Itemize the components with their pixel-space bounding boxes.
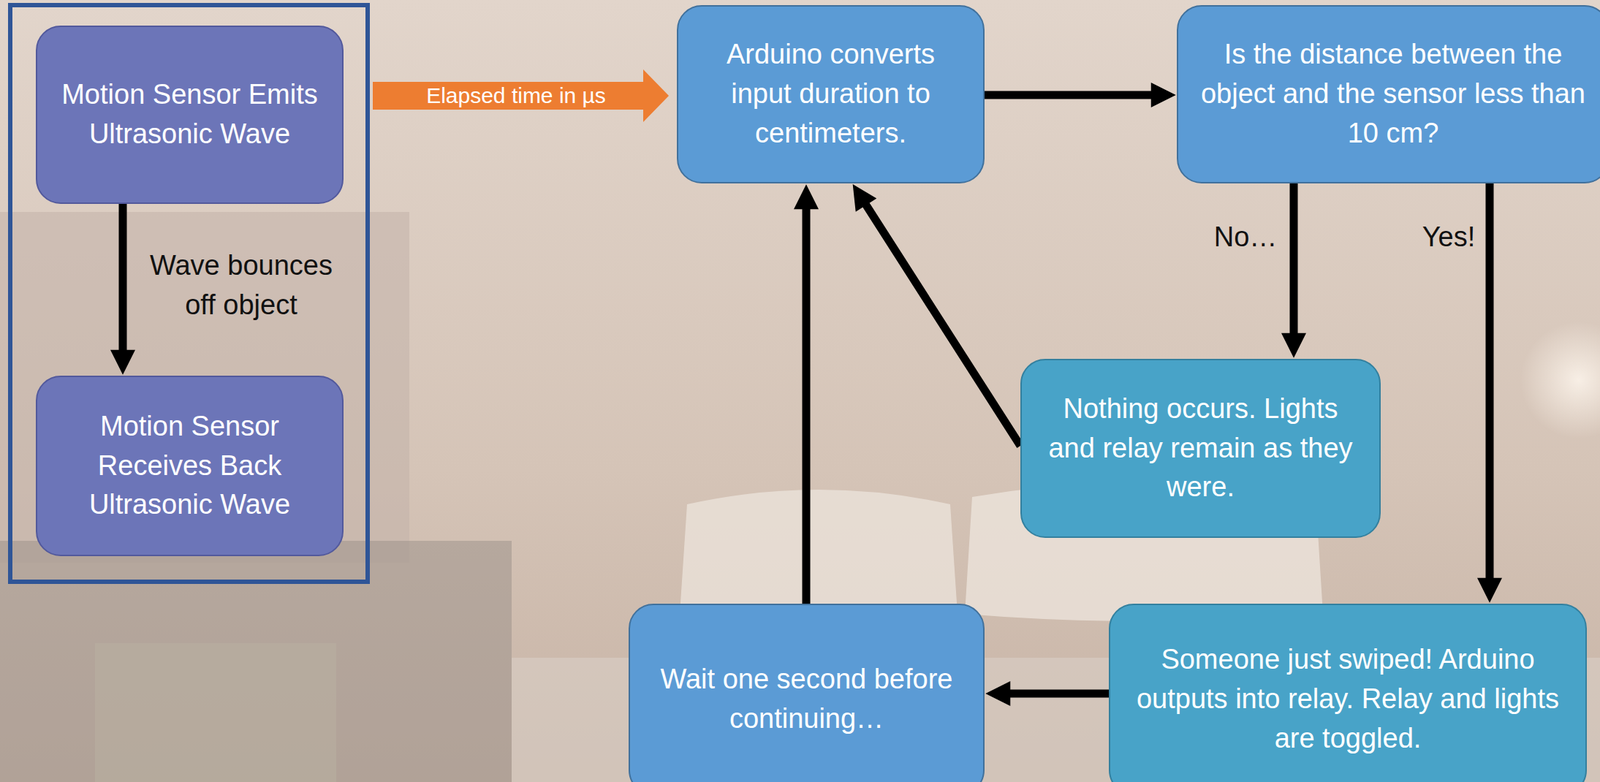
decision-box: Is the distance between the object and t… (1176, 5, 1600, 184)
box-text: Wait one second before continuing… (646, 660, 968, 739)
pillow (679, 489, 958, 622)
edge-label: Wave bounces off object (149, 246, 333, 326)
box-text: Someone just swiped! Arduino outputs int… (1126, 640, 1570, 759)
process-box: Motion Sensor Receives Back Ultrasonic W… (35, 375, 344, 557)
flow-arrow (1485, 183, 1495, 588)
arrow-label: Elapsed time in µs (426, 82, 606, 109)
result-box: Nothing occurs. Lights and relay remain … (1020, 358, 1381, 538)
edge-label: Yes! (1408, 217, 1489, 258)
sensor-group-frame (10, 5, 368, 582)
process-box: Arduino converts input duration to centi… (676, 5, 985, 184)
box-text: Motion Sensor Receives Back Ultrasonic W… (53, 407, 326, 526)
flow-arrow (119, 203, 128, 360)
blanket (95, 643, 337, 782)
box-text: Arduino converts input duration to centi… (694, 35, 968, 154)
edge-label: No… (1201, 217, 1290, 258)
box-text: Nothing occurs. Lights and relay remain … (1037, 389, 1364, 508)
flow-arrow (1290, 183, 1299, 343)
result-box: Someone just swiped! Arduino outputs int… (1108, 603, 1587, 782)
flow-arrow (984, 91, 1161, 100)
light-glow (1520, 321, 1600, 439)
box-text: Motion Sensor Emits Ultrasonic Wave (53, 75, 326, 155)
box-text: Is the distance between the object and t… (1194, 35, 1592, 154)
couch (0, 540, 512, 782)
flow-arrow (861, 197, 1021, 446)
process-box: Motion Sensor Emits Ultrasonic Wave (35, 25, 344, 204)
poster (0, 211, 410, 563)
process-box: Wait one second before continuing… (628, 603, 985, 782)
orange-arrow (372, 69, 669, 123)
flow-arrow (1000, 689, 1109, 699)
flow-arrow (802, 199, 811, 604)
